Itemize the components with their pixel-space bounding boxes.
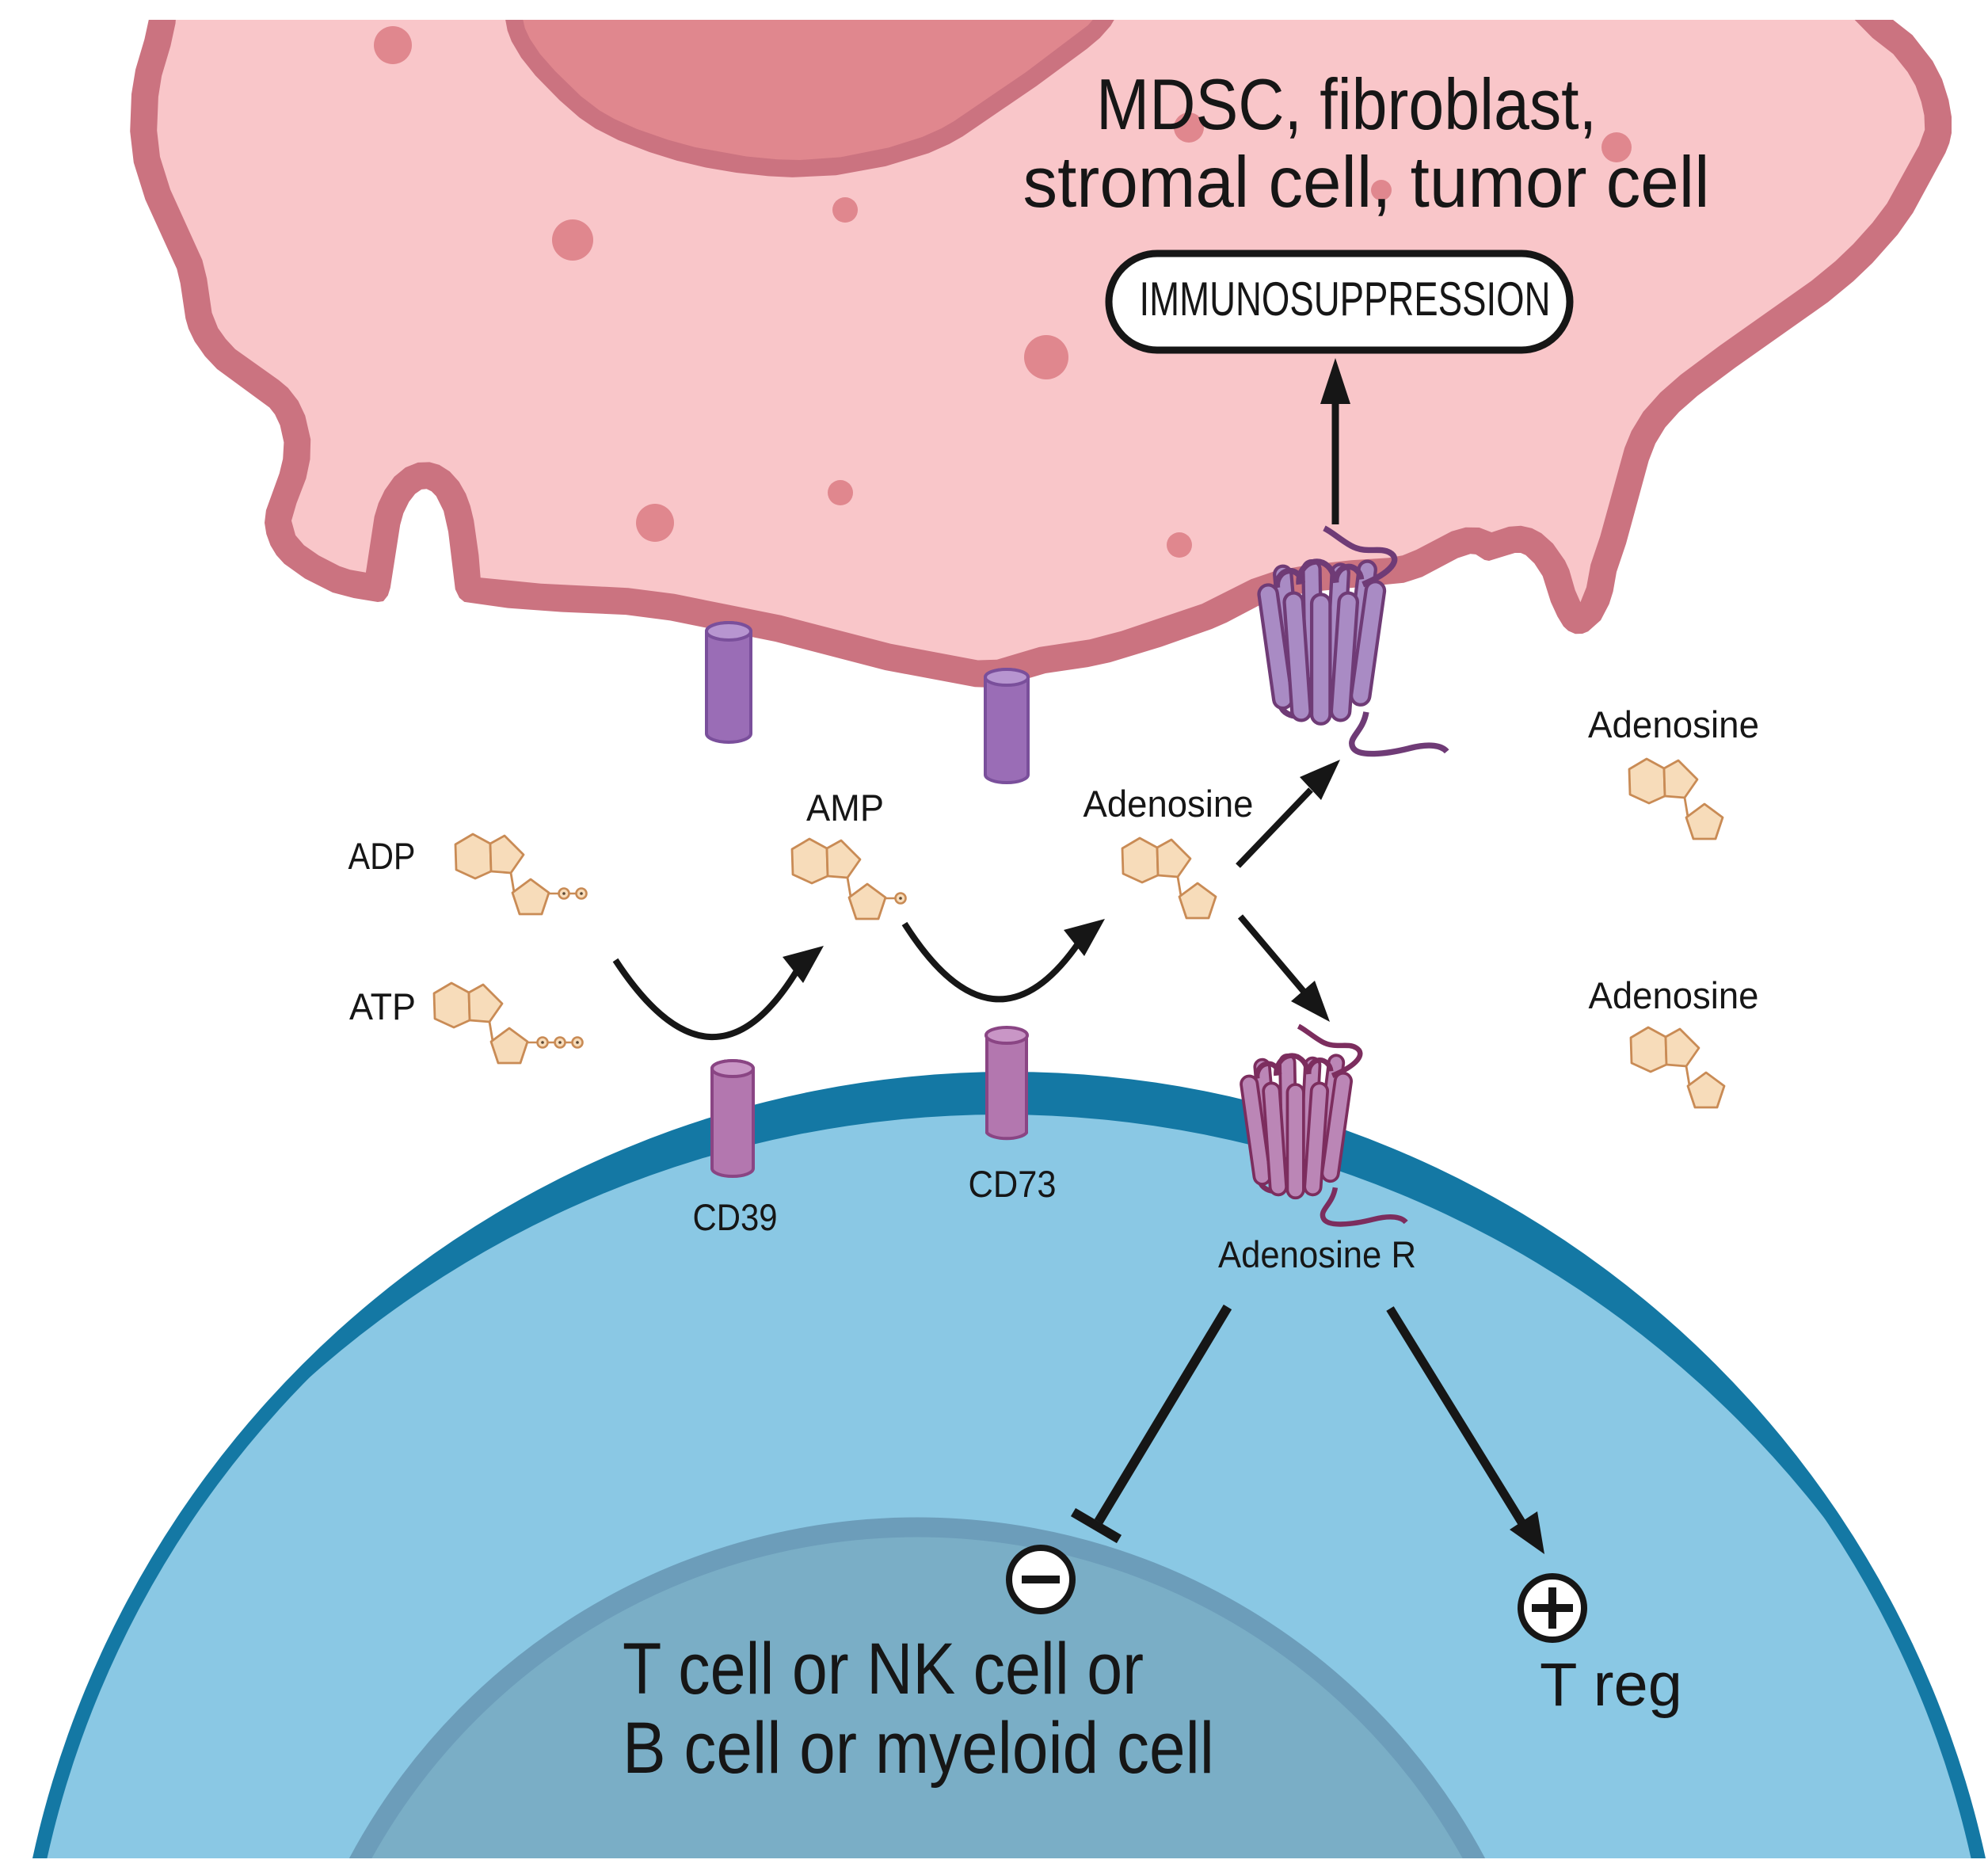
svg-text:Adenosine: Adenosine	[1588, 703, 1759, 745]
svg-text:Adenosine: Adenosine	[1589, 974, 1759, 1016]
svg-text:ADP: ADP	[348, 835, 416, 877]
svg-text:Adenosine R: Adenosine R	[1218, 1233, 1416, 1275]
svg-text:CD39: CD39	[693, 1196, 778, 1238]
svg-text:CD73: CD73	[969, 1163, 1057, 1205]
svg-text:IMMUNOSUPPRESSION: IMMUNOSUPPRESSION	[1140, 272, 1551, 326]
svg-text:T cell or NK cell or: T cell or NK cell or	[623, 1629, 1144, 1709]
svg-text:ATP: ATP	[349, 985, 416, 1027]
svg-text:stromal cell, tumor cell: stromal cell, tumor cell	[1023, 143, 1710, 223]
svg-text:T reg: T reg	[1540, 1651, 1682, 1719]
svg-text:AMP: AMP	[806, 787, 884, 829]
svg-text:B cell or myeloid cell: B cell or myeloid cell	[623, 1708, 1214, 1789]
svg-text:MDSC, fibroblast,: MDSC, fibroblast,	[1096, 65, 1597, 145]
svg-text:Adenosine: Adenosine	[1083, 783, 1254, 825]
